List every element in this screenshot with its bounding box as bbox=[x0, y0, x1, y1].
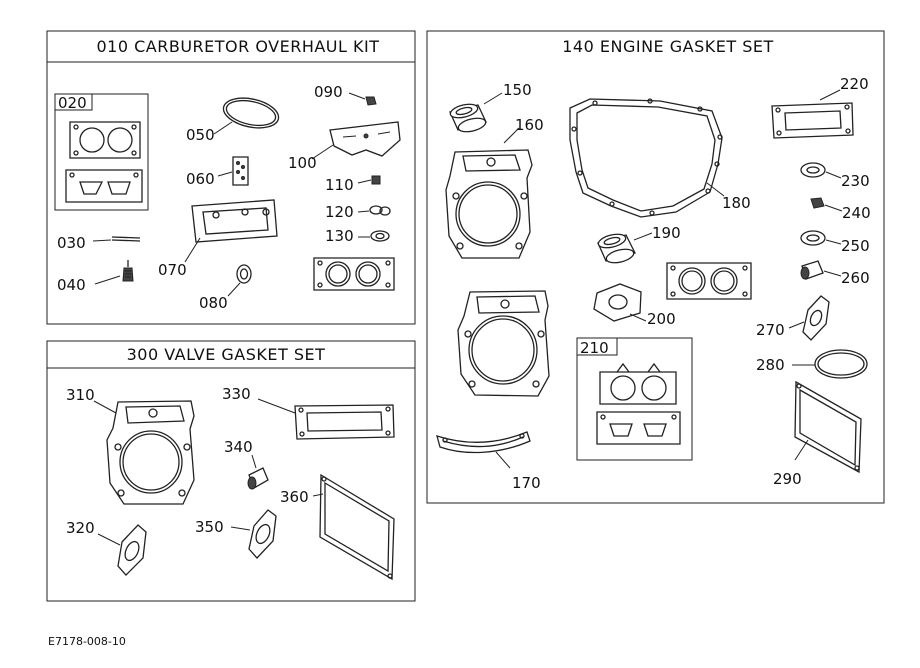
part-100-gasket: 100 bbox=[288, 121, 401, 172]
callout-190: 190 bbox=[652, 224, 681, 242]
part-260-grommet: 260 bbox=[800, 260, 870, 287]
callout-090: 090 bbox=[314, 83, 343, 101]
callout-160: 160 bbox=[515, 116, 544, 134]
carb-gasket-lower bbox=[65, 169, 143, 203]
callout-360: 360 bbox=[280, 488, 309, 506]
callout-270: 270 bbox=[756, 321, 785, 339]
carburetor-kit-frame: 010 CARBURETOR OVERHAUL KIT bbox=[46, 30, 416, 325]
callout-040: 040 bbox=[57, 276, 86, 294]
head-gasket-2 bbox=[457, 290, 550, 397]
valve-gasket-frame: 300 VALVE GASKET SET bbox=[46, 340, 416, 602]
callout-130: 130 bbox=[325, 227, 354, 245]
callout-060: 060 bbox=[186, 170, 215, 188]
figure-reference: E7178-008-10 bbox=[48, 635, 126, 648]
callout-330: 330 bbox=[222, 385, 251, 403]
part-330-gasket: 330 bbox=[222, 385, 395, 440]
callout-050: 050 bbox=[186, 126, 215, 144]
engine-gasket-frame: 140 ENGINE GASKET SET bbox=[426, 30, 885, 504]
part-320-gasket: 320 bbox=[66, 519, 147, 576]
part-170-gasket: 170 bbox=[436, 431, 541, 492]
callout-070: 070 bbox=[158, 261, 187, 279]
part-040-needle: 040 bbox=[57, 260, 134, 294]
callout-080: 080 bbox=[199, 294, 228, 312]
callout-230: 230 bbox=[841, 172, 870, 190]
valve-gasket-title: 300 VALVE GASKET SET bbox=[127, 345, 326, 364]
subkit-210-label: 210 bbox=[580, 339, 609, 357]
subkit-020-label: 020 bbox=[58, 94, 87, 112]
part-090: 090 bbox=[314, 83, 377, 106]
part-350-gasket: 350 bbox=[195, 509, 277, 559]
part-230-washer: 230 bbox=[800, 162, 870, 190]
part-340-grommet: 340 bbox=[224, 438, 269, 490]
callout-200: 200 bbox=[647, 310, 676, 328]
part-290-gasket: 290 bbox=[773, 380, 862, 488]
subkit-210-gasket-lower bbox=[596, 411, 681, 445]
callout-120: 120 bbox=[325, 203, 354, 221]
callout-340: 340 bbox=[224, 438, 253, 456]
callout-220: 220 bbox=[840, 75, 869, 93]
part-250-washer: 250 bbox=[800, 230, 870, 255]
part-110: 110 bbox=[325, 175, 381, 194]
part-160-head-gasket: 160 bbox=[445, 116, 544, 259]
part-220-gasket: 220 bbox=[771, 75, 869, 139]
callout-280: 280 bbox=[756, 356, 785, 374]
part-240-nut: 240 bbox=[810, 197, 871, 222]
callout-100: 100 bbox=[288, 154, 317, 172]
part-060-plate: 060 bbox=[186, 156, 249, 188]
callout-030: 030 bbox=[57, 234, 86, 252]
callout-110: 110 bbox=[325, 176, 354, 194]
part-050-oring: 050 bbox=[186, 97, 280, 144]
part-150-seal: 150 bbox=[449, 81, 532, 133]
callout-260: 260 bbox=[841, 269, 870, 287]
intake-gasket bbox=[666, 262, 752, 300]
callout-170: 170 bbox=[512, 474, 541, 492]
part-270-gasket: 270 bbox=[756, 295, 830, 341]
carburetor-kit-title: 010 CARBURETOR OVERHAUL KIT bbox=[97, 37, 380, 56]
callout-150: 150 bbox=[503, 81, 532, 99]
carb-adapter-gasket bbox=[313, 257, 395, 291]
carb-gasket-upper bbox=[69, 121, 141, 159]
subkit-210-gasket-upper bbox=[599, 362, 677, 405]
part-130: 130 bbox=[325, 227, 390, 245]
part-200-gasket: 200 bbox=[593, 283, 676, 328]
callout-290: 290 bbox=[773, 470, 802, 488]
callout-180: 180 bbox=[722, 194, 751, 212]
part-310-head-gasket: 310 bbox=[66, 386, 195, 505]
part-280-oring: 280 bbox=[756, 349, 868, 379]
part-190-seal: 190 bbox=[597, 224, 681, 264]
subkit-020: 020 bbox=[54, 93, 149, 211]
callout-240: 240 bbox=[842, 204, 871, 222]
part-080-seal: 080 bbox=[199, 264, 252, 312]
part-120: 120 bbox=[325, 203, 391, 221]
part-360-gasket: 360 bbox=[280, 473, 395, 581]
callout-250: 250 bbox=[841, 237, 870, 255]
callout-350: 350 bbox=[195, 518, 224, 536]
part-070-gasket: 070 bbox=[158, 199, 278, 279]
subkit-210: 210 bbox=[576, 337, 693, 461]
part-030-pin: 030 bbox=[57, 234, 141, 252]
part-180-crankcase-gasket: 180 bbox=[569, 98, 751, 218]
callout-320: 320 bbox=[66, 519, 95, 537]
callout-310: 310 bbox=[66, 386, 95, 404]
engine-gasket-title: 140 ENGINE GASKET SET bbox=[562, 37, 773, 56]
